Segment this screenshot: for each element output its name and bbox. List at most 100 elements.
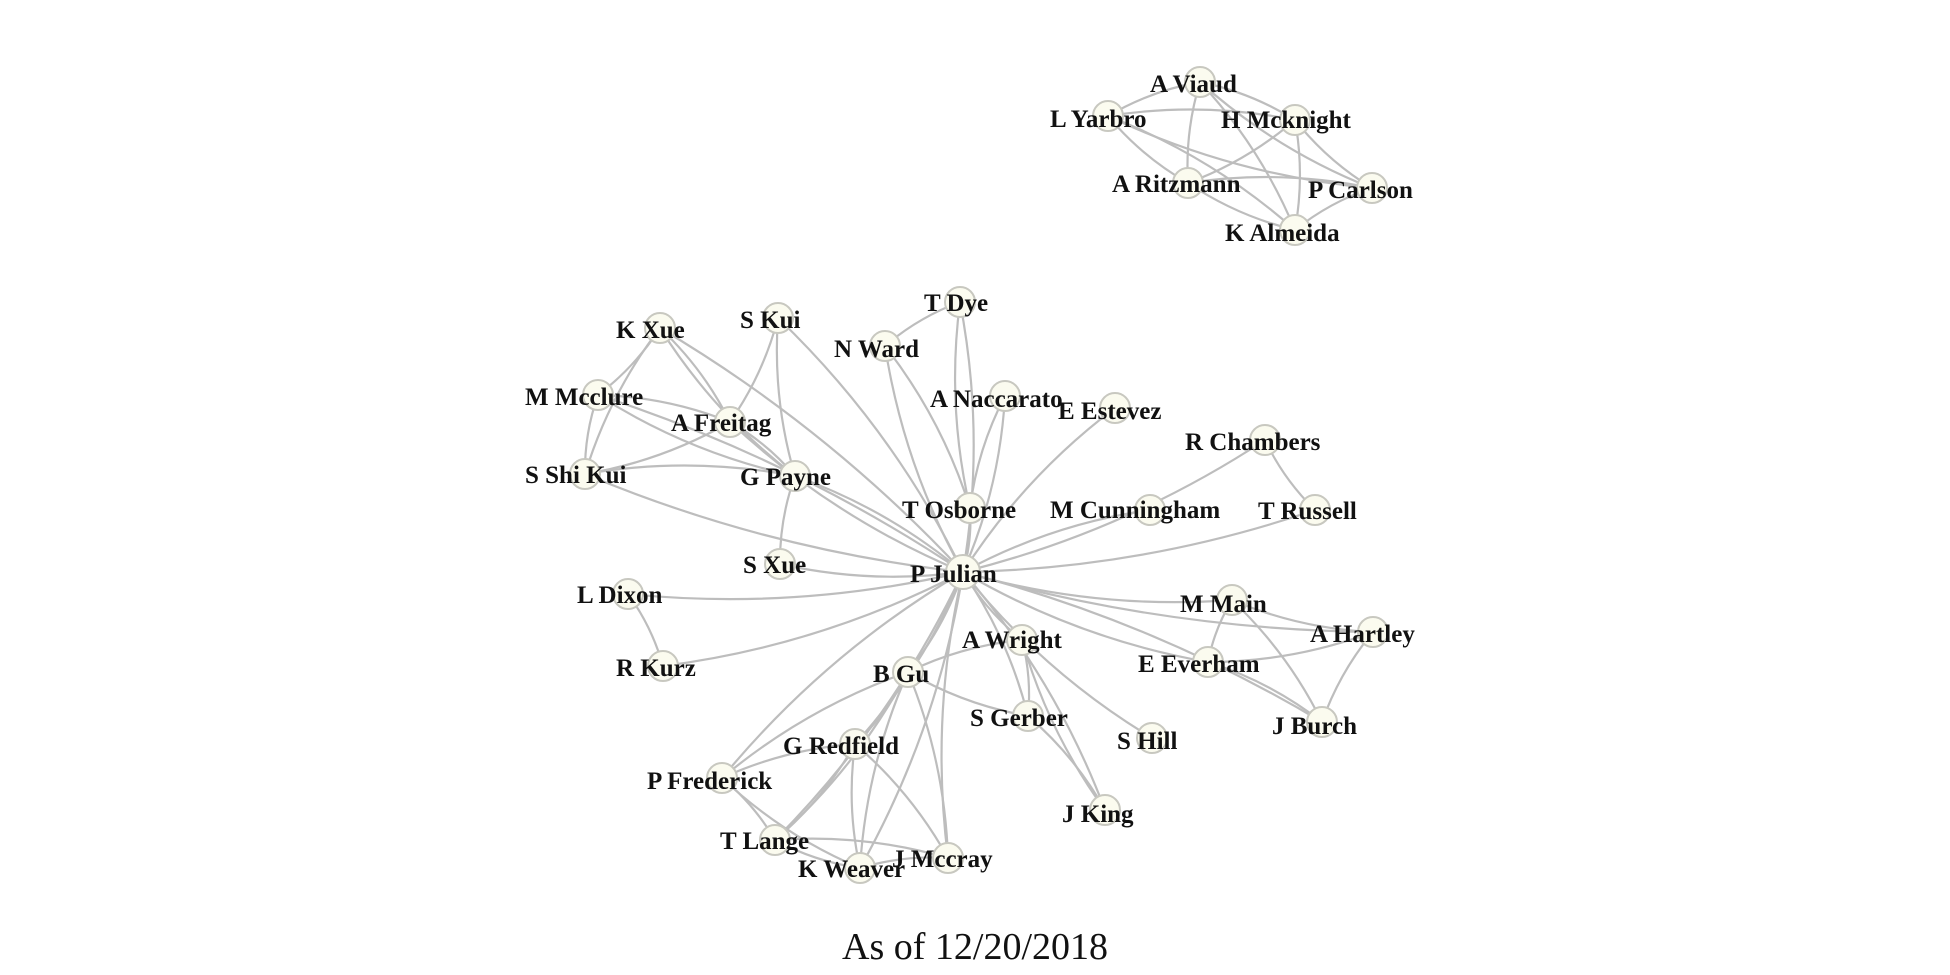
node-circle[interactable] xyxy=(1099,392,1131,424)
node-label: K Weaver xyxy=(798,856,905,883)
edge-a-viaud-k-almeida xyxy=(1199,81,1297,231)
node-circle[interactable] xyxy=(892,656,924,688)
node-circle[interactable] xyxy=(1279,214,1311,246)
edge-layer xyxy=(583,80,1374,870)
node-circle[interactable] xyxy=(1249,424,1281,456)
node-k-almeida[interactable]: K Almeida xyxy=(1225,214,1340,247)
node-label: A Freitag xyxy=(671,410,772,437)
node-k-xue[interactable]: K Xue xyxy=(616,312,685,344)
node-label: J King xyxy=(1062,801,1134,828)
edge-r-chambers-p-julian xyxy=(962,439,1266,574)
node-k-weaver[interactable]: K Weaver xyxy=(798,852,905,884)
node-circle[interactable] xyxy=(647,650,679,682)
edge-j-burch-p-julian xyxy=(962,570,1323,723)
node-circle[interactable] xyxy=(1279,104,1311,136)
node-s-kui[interactable]: S Kui xyxy=(740,302,801,334)
node-g-redfield[interactable]: G Redfield xyxy=(783,728,899,760)
edge-a-ritzmann-p-carlson xyxy=(1187,175,1373,190)
edge-t-lange-j-mccray xyxy=(774,837,949,860)
node-t-osborne[interactable]: T Osborne xyxy=(902,492,1016,524)
node-circle[interactable] xyxy=(706,762,738,794)
node-label: T Lange xyxy=(720,828,809,855)
node-b-gu[interactable]: B Gu xyxy=(873,656,929,688)
edge-s-kui-g-payne xyxy=(775,317,797,477)
node-label: A Ritzmann xyxy=(1112,171,1241,198)
node-label: T Osborne xyxy=(902,497,1016,524)
node-n-ward[interactable]: N Ward xyxy=(834,330,919,363)
node-circle[interactable] xyxy=(764,548,796,580)
node-circle[interactable] xyxy=(944,286,976,318)
node-label: G Payne xyxy=(740,464,831,491)
node-p-julian[interactable]: P Julian xyxy=(910,554,997,590)
node-circle[interactable] xyxy=(582,379,614,411)
node-circle[interactable] xyxy=(945,554,981,590)
edge-t-lange-p-julian xyxy=(774,571,964,841)
node-j-mccray[interactable]: J Mccray xyxy=(892,842,993,874)
node-circle[interactable] xyxy=(714,406,746,438)
node-a-viaud[interactable]: A Viaud xyxy=(1150,66,1237,98)
node-r-kurz[interactable]: R Kurz xyxy=(616,650,696,682)
node-s-xue[interactable]: S Xue xyxy=(743,548,806,580)
node-circle[interactable] xyxy=(839,728,871,760)
edge-l-yarbro-h-mcknight xyxy=(1107,108,1296,122)
node-circle[interactable] xyxy=(1184,66,1216,98)
node-circle[interactable] xyxy=(1006,624,1038,656)
edge-b-gu-j-mccray xyxy=(906,671,950,859)
node-label: S Hill xyxy=(1117,728,1177,755)
node-h-mcknight[interactable]: H Mcknight xyxy=(1221,104,1352,136)
node-circle[interactable] xyxy=(989,380,1021,412)
node-circle[interactable] xyxy=(932,842,964,874)
node-s-shi-kui[interactable]: S Shi Kui xyxy=(525,458,627,490)
node-m-mcclure[interactable]: M Mcclure xyxy=(525,379,643,411)
node-a-freitag[interactable]: A Freitag xyxy=(671,406,772,438)
node-t-russell[interactable]: T Russell xyxy=(1258,494,1357,526)
node-circle[interactable] xyxy=(844,852,876,884)
node-circle[interactable] xyxy=(1356,172,1388,204)
node-circle[interactable] xyxy=(1299,494,1331,526)
node-e-everham[interactable]: E Everham xyxy=(1138,646,1260,678)
node-r-chambers[interactable]: R Chambers xyxy=(1185,424,1321,456)
node-a-hartley[interactable]: A Hartley xyxy=(1310,616,1415,648)
node-circle[interactable] xyxy=(779,460,811,492)
node-s-gerber[interactable]: S Gerber xyxy=(970,700,1068,732)
node-a-wright[interactable]: A Wright xyxy=(962,624,1062,656)
node-t-lange[interactable]: T Lange xyxy=(720,824,809,856)
edge-g-redfield-j-mccray xyxy=(854,743,949,859)
node-l-dixon[interactable]: L Dixon xyxy=(577,578,663,610)
edge-s-gerber-p-julian xyxy=(962,571,1030,717)
node-p-carlson[interactable]: P Carlson xyxy=(1308,172,1413,204)
node-label: E Everham xyxy=(1138,651,1260,678)
node-j-burch[interactable]: J Burch xyxy=(1272,706,1357,740)
node-circle[interactable] xyxy=(1306,706,1338,738)
node-p-frederick[interactable]: P Frederick xyxy=(647,762,772,795)
node-circle[interactable] xyxy=(1012,700,1044,732)
node-g-payne[interactable]: G Payne xyxy=(740,460,831,492)
node-circle[interactable] xyxy=(1089,794,1121,826)
node-a-naccarato[interactable]: A Naccarato xyxy=(930,380,1063,413)
node-circle[interactable] xyxy=(569,458,601,490)
node-circle[interactable] xyxy=(612,578,644,610)
node-e-estevez[interactable]: E Estevez xyxy=(1058,392,1161,425)
edge-m-mcclure-g-payne xyxy=(597,394,796,478)
node-circle[interactable] xyxy=(954,492,986,524)
node-circle[interactable] xyxy=(1172,167,1204,199)
node-circle[interactable] xyxy=(1216,584,1248,616)
node-circle[interactable] xyxy=(1134,494,1166,526)
node-j-king[interactable]: J King xyxy=(1062,794,1134,828)
node-circle[interactable] xyxy=(1357,616,1389,648)
node-circle[interactable] xyxy=(762,302,794,334)
node-l-yarbro[interactable]: L Yarbro xyxy=(1050,100,1147,133)
node-label: J Burch xyxy=(1272,713,1357,740)
node-circle[interactable] xyxy=(1136,722,1168,754)
node-circle[interactable] xyxy=(759,824,791,856)
node-t-dye[interactable]: T Dye xyxy=(924,286,988,318)
node-circle[interactable] xyxy=(869,330,901,362)
node-a-ritzmann[interactable]: A Ritzmann xyxy=(1112,167,1241,199)
node-circle[interactable] xyxy=(644,312,676,344)
node-m-cunningham[interactable]: M Cunningham xyxy=(1050,494,1220,526)
node-s-hill[interactable]: S Hill xyxy=(1117,722,1177,755)
node-m-main[interactable]: M Main xyxy=(1180,584,1267,618)
node-circle[interactable] xyxy=(1192,646,1224,678)
node-circle[interactable] xyxy=(1092,100,1124,132)
